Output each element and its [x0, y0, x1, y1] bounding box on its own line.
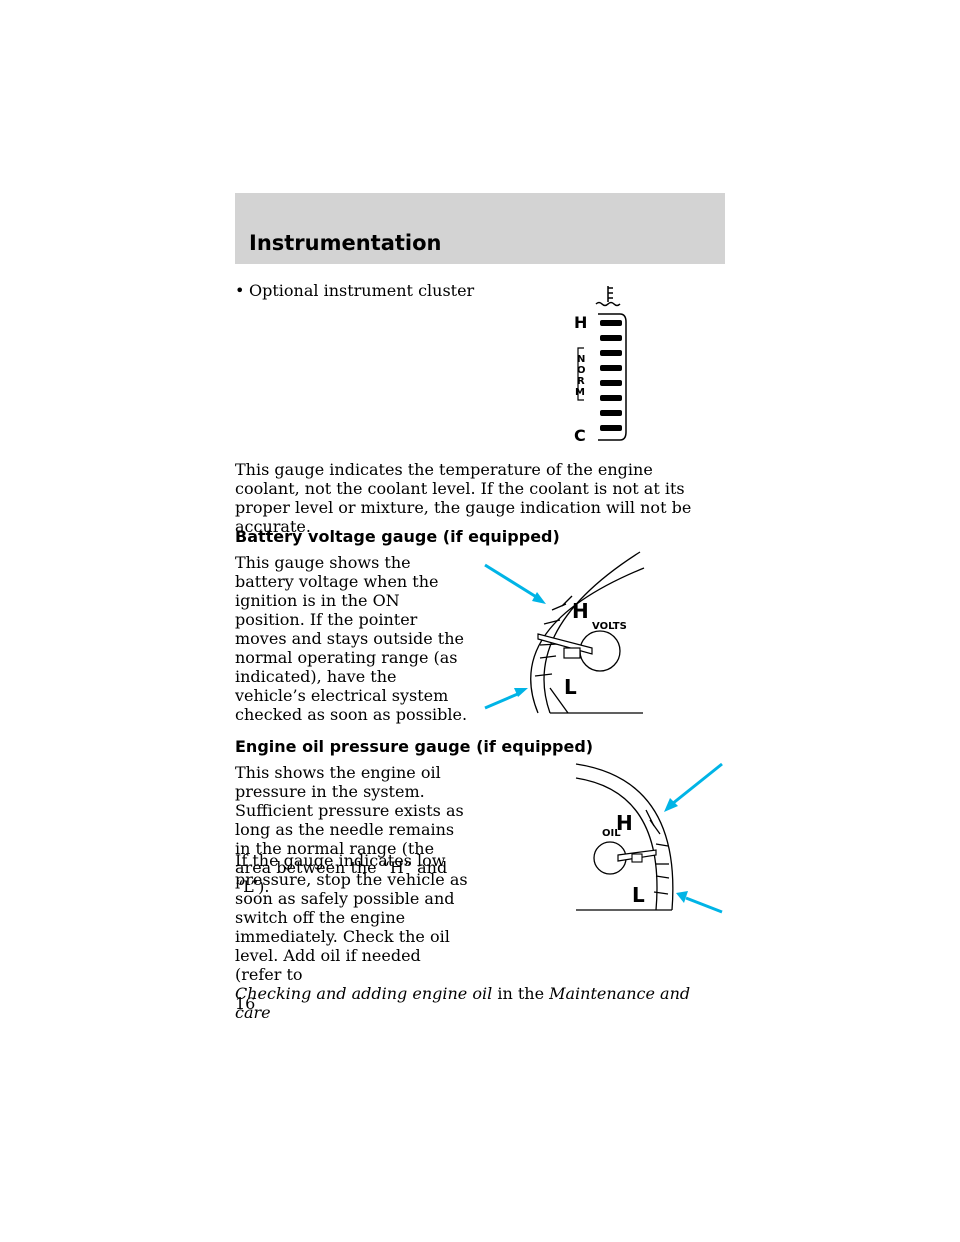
battery-heading: Battery voltage gauge (if equipped): [235, 527, 560, 546]
oil-pointer-arrow-top: [664, 762, 723, 812]
coolant-hot-label: H: [574, 313, 587, 332]
bullet-text: Optional instrument cluster: [249, 281, 475, 300]
oil-ref-connector: in the: [492, 984, 550, 1003]
bullet-item: •Optional instrument cluster: [235, 281, 474, 300]
volts-label: VOLTS: [592, 621, 627, 632]
norm-letter-m: M: [575, 387, 585, 398]
battery-voltage-gauge-illustration: H VOLTS L: [484, 551, 645, 714]
norm-letter-o: O: [577, 365, 586, 376]
oil-reference: Checking and adding engine oil: [235, 984, 493, 1003]
battery-icon: [563, 647, 581, 659]
volts-pointer-arrow-top: [484, 563, 546, 604]
battery-paragraph: This gauge shows the battery voltage whe…: [235, 553, 468, 724]
oil-paragraph-2-lead: If the gauge indicates low pressure, sto…: [235, 851, 468, 984]
coolant-cold-label: C: [574, 426, 586, 445]
oil-paragraph-1: This shows the engine oil pressure in th…: [235, 763, 464, 896]
coolant-temperature-icon: [595, 286, 621, 307]
volts-high-label: H: [572, 599, 589, 623]
coolant-gauge-segments: [598, 313, 627, 441]
oil-label: OIL: [602, 828, 621, 839]
norm-letter-r: R: [577, 376, 585, 387]
norm-letter-n: N: [577, 354, 585, 365]
coolant-gauge-illustration: H C N O R M: [574, 286, 627, 445]
oil-high-label: H: [616, 811, 633, 835]
page-number: 16: [235, 994, 256, 1013]
section-header-band: Instrumentation: [235, 193, 725, 264]
oil-pressure-gauge-illustration: H OIL L: [575, 762, 723, 914]
volts-low-label: L: [564, 675, 577, 699]
oil-heading: Engine oil pressure gauge (if equipped): [235, 737, 594, 756]
oil-pointer-arrow-bottom: [676, 891, 723, 914]
oil-low-label: L: [632, 883, 645, 907]
oil-section-ref: Maintenance and care: [235, 984, 691, 1022]
oil-can-icon: [631, 853, 643, 863]
coolant-norm-range: N O R M: [575, 347, 586, 401]
bullet-mark: •: [235, 281, 245, 300]
coolant-paragraph: This gauge indicates the temperature of …: [235, 460, 692, 536]
oil-paragraph-2: If the gauge indicates low pressure, sto…: [235, 851, 695, 1022]
section-title: Instrumentation: [249, 231, 442, 255]
volts-pointer-arrow-bottom: [484, 688, 528, 710]
